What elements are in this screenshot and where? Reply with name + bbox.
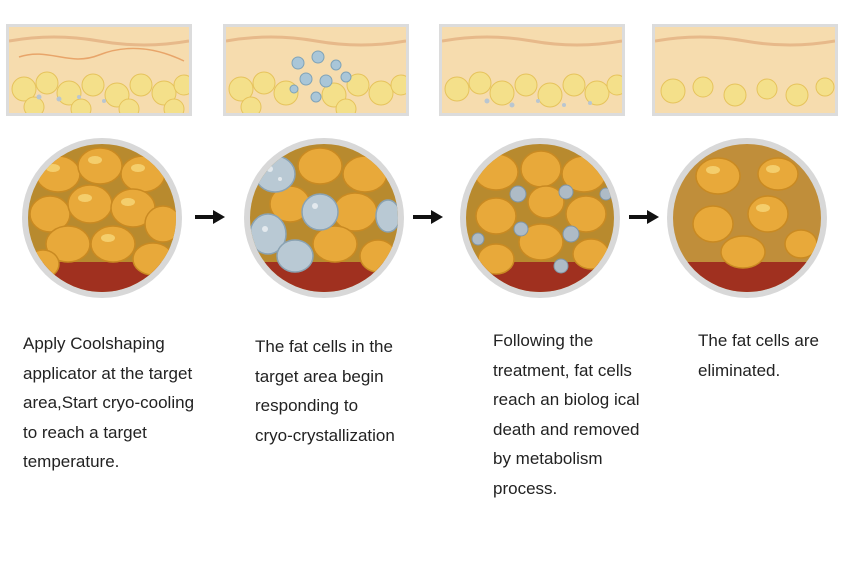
- skin-layer-crystallizing-icon: [226, 27, 406, 113]
- arrow-right-icon: [629, 210, 659, 224]
- skin-layer-fat-cells-icon: [9, 27, 189, 113]
- caption-line: to reach a target: [23, 423, 147, 442]
- magnified-cells-step-1: [22, 138, 182, 298]
- skin-panel-step-1: [6, 24, 192, 116]
- step-1-caption: Apply Coolshaping applicator at the targ…: [23, 329, 194, 477]
- arrow-right-icon: [195, 210, 225, 224]
- crystallizing-fat-cells-icon: [250, 144, 398, 292]
- healthy-fat-cells-icon: [28, 144, 176, 292]
- caption-line: temperature.: [23, 452, 119, 471]
- caption-line: Following the: [493, 331, 593, 350]
- caption-line: by metabolism: [493, 449, 603, 468]
- skin-layer-dying-cells-icon: [442, 27, 622, 113]
- caption-line: process.: [493, 479, 557, 498]
- dying-fat-cells-icon: [466, 144, 614, 292]
- step-4-caption: The fat cells are eliminated.: [698, 326, 819, 385]
- skin-panel-step-2: [223, 24, 409, 116]
- caption-line: reach an biolog ical: [493, 390, 639, 409]
- skin-layer-eliminated-icon: [655, 27, 835, 113]
- magnified-cells-step-3: [460, 138, 620, 298]
- caption-line: responding to: [255, 396, 358, 415]
- magnified-cells-step-4: [667, 138, 827, 298]
- step-2-caption: The fat cells in the target area begin r…: [255, 332, 395, 450]
- caption-line: target area begin: [255, 367, 384, 386]
- caption-line: area,Start cryo-cooling: [23, 393, 194, 412]
- eliminated-fat-cells-icon: [673, 144, 821, 292]
- caption-line: The fat cells in the: [255, 337, 393, 356]
- caption-line: eliminated.: [698, 361, 780, 380]
- skin-panel-step-4: [652, 24, 838, 116]
- caption-line: The fat cells are: [698, 331, 819, 350]
- caption-line: cryo-crystallization: [255, 426, 395, 445]
- caption-line: applicator at the target: [23, 364, 192, 383]
- magnified-cells-step-2: [244, 138, 404, 298]
- caption-line: Apply Coolshaping: [23, 334, 165, 353]
- skin-panel-step-3: [439, 24, 625, 116]
- caption-line: treatment, fat cells: [493, 361, 632, 380]
- arrow-right-icon: [413, 210, 443, 224]
- caption-line: death and removed: [493, 420, 640, 439]
- step-3-caption: Following the treatment, fat cells reach…: [493, 326, 640, 503]
